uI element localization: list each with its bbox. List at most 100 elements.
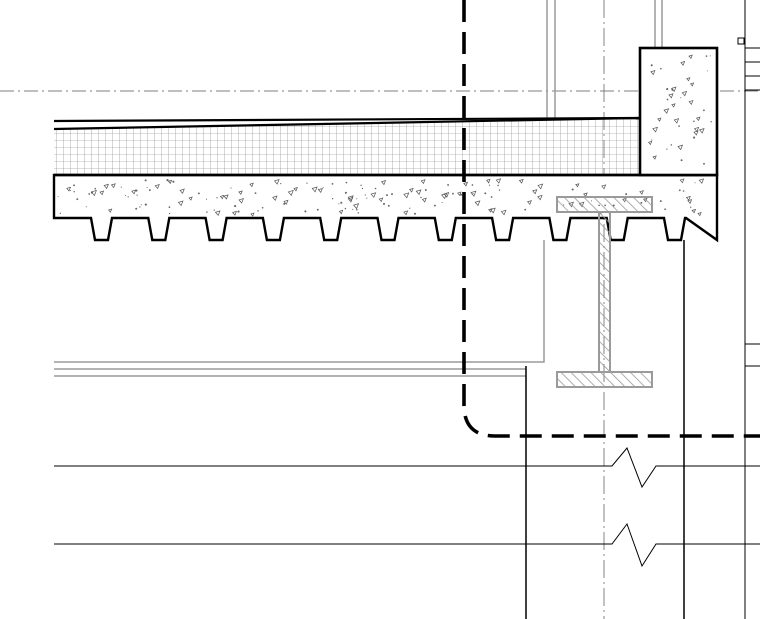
aggregate-dot	[664, 208, 666, 211]
aggregate-dot	[706, 70, 708, 72]
aggregate-dot	[680, 97, 682, 99]
aggregate-dot	[135, 189, 138, 192]
aggregate-mark	[353, 203, 360, 210]
aggregate-dot	[693, 136, 696, 139]
aggregate-dot	[490, 196, 493, 198]
aggregate-mark	[470, 190, 477, 197]
aggregate-dot	[216, 197, 218, 199]
aggregate-mark	[693, 126, 700, 133]
aggregate-mark	[403, 192, 410, 199]
aggregate-dot	[680, 159, 683, 162]
dashed-outline	[462, 0, 760, 438]
aggregate-mark	[677, 144, 684, 151]
aggregate-dot	[472, 192, 474, 195]
aggregate-dot	[213, 209, 215, 211]
aggregate-mark	[686, 77, 691, 82]
aggregate-dot	[571, 188, 574, 191]
aggregate-dot	[125, 194, 127, 196]
aggregate-dot	[414, 212, 416, 215]
aggregate-dot	[386, 194, 388, 197]
aggregate-dot	[261, 206, 264, 209]
aggregate-dot	[709, 55, 711, 57]
aggregate-mark	[420, 179, 426, 185]
aggregate-mark	[691, 208, 697, 214]
aggregate-dot	[70, 189, 72, 192]
aggregate-dot	[678, 125, 680, 127]
aggregate-dot	[498, 189, 501, 191]
aggregate-dot	[140, 204, 142, 206]
beam-support-lines	[54, 240, 545, 377]
upstand-texture	[647, 54, 712, 165]
aggregate-dot	[666, 148, 668, 150]
aggregate-dot	[670, 144, 673, 146]
aggregate-mark	[671, 86, 677, 93]
aggregate-dot	[139, 206, 141, 208]
aggregate-dot	[166, 179, 169, 182]
aggregate-mark	[238, 190, 243, 195]
aggregate-mark	[639, 190, 644, 195]
aggregate-dot	[73, 184, 75, 187]
aggregate-dot	[144, 203, 147, 206]
aggregate-dot	[338, 203, 340, 205]
aggregate-dot	[702, 109, 705, 112]
aggregate-dot	[361, 187, 364, 190]
aggregate-dot	[306, 182, 308, 184]
aggregate-dot	[344, 207, 347, 210]
aggregate-mark	[537, 194, 543, 201]
aggregate-dot	[703, 162, 705, 165]
aggregate-dot	[280, 182, 282, 185]
aggregate-mark	[488, 208, 493, 213]
aggregate-dot	[85, 206, 87, 208]
aggregate-dot	[316, 208, 319, 211]
aggregate-dot	[205, 198, 208, 200]
aggregate-dot	[678, 189, 681, 192]
aggregate-dot	[433, 204, 436, 207]
aggregate-dot	[452, 192, 454, 195]
steel-i-beam	[556, 196, 653, 388]
aggregate-dot	[88, 193, 91, 195]
aggregate-dot	[344, 191, 347, 194]
aggregate-mark	[219, 194, 225, 200]
aggregate-mark	[486, 178, 491, 184]
aggregate-dot	[441, 201, 443, 204]
aggregate-dot	[447, 183, 450, 186]
aggregate-dot	[304, 210, 307, 213]
concrete-upstand	[638, 46, 719, 177]
aggregate-mark	[99, 190, 105, 196]
aggregate-dot	[283, 202, 286, 205]
aggregate-dot	[360, 184, 362, 186]
aggregate-mark	[671, 103, 676, 108]
aggregate-dot	[357, 212, 360, 214]
aggregate-mark	[679, 178, 685, 184]
aggregate-mark	[249, 182, 254, 188]
aggregate-mark	[532, 189, 538, 195]
aggregate-dot	[497, 184, 499, 187]
aggregate-mark	[583, 192, 588, 198]
aggregate-mark	[698, 178, 705, 184]
aggregate-dot	[387, 204, 390, 207]
aggregate-dot	[660, 67, 662, 70]
column-lines	[525, 240, 685, 619]
aggregate-dot	[331, 198, 334, 200]
membrane-line-1	[53, 116, 641, 123]
aggregate-mark	[457, 191, 462, 197]
aggregate-mark	[107, 208, 113, 213]
aggregate-mark	[680, 60, 686, 66]
aggregate-mark	[338, 209, 344, 215]
aggregate-mark	[232, 210, 238, 216]
aggregate-mark	[179, 188, 185, 194]
aggregate-mark	[177, 200, 184, 207]
aggregate-mark	[652, 155, 657, 160]
aggregate-mark	[650, 70, 656, 76]
aggregate-mark	[689, 82, 695, 87]
aggregate-dot	[94, 187, 97, 190]
aggregate-mark	[687, 199, 693, 204]
aggregate-dot	[254, 192, 257, 195]
aggregate-dot	[206, 211, 208, 213]
aggregate-dot	[257, 210, 259, 212]
aggregate-mark	[495, 178, 502, 184]
aggregate-dot	[136, 194, 138, 196]
aggregate-dot	[524, 208, 527, 211]
aggregate-dot	[420, 196, 422, 199]
aggregate-dot	[352, 208, 354, 210]
